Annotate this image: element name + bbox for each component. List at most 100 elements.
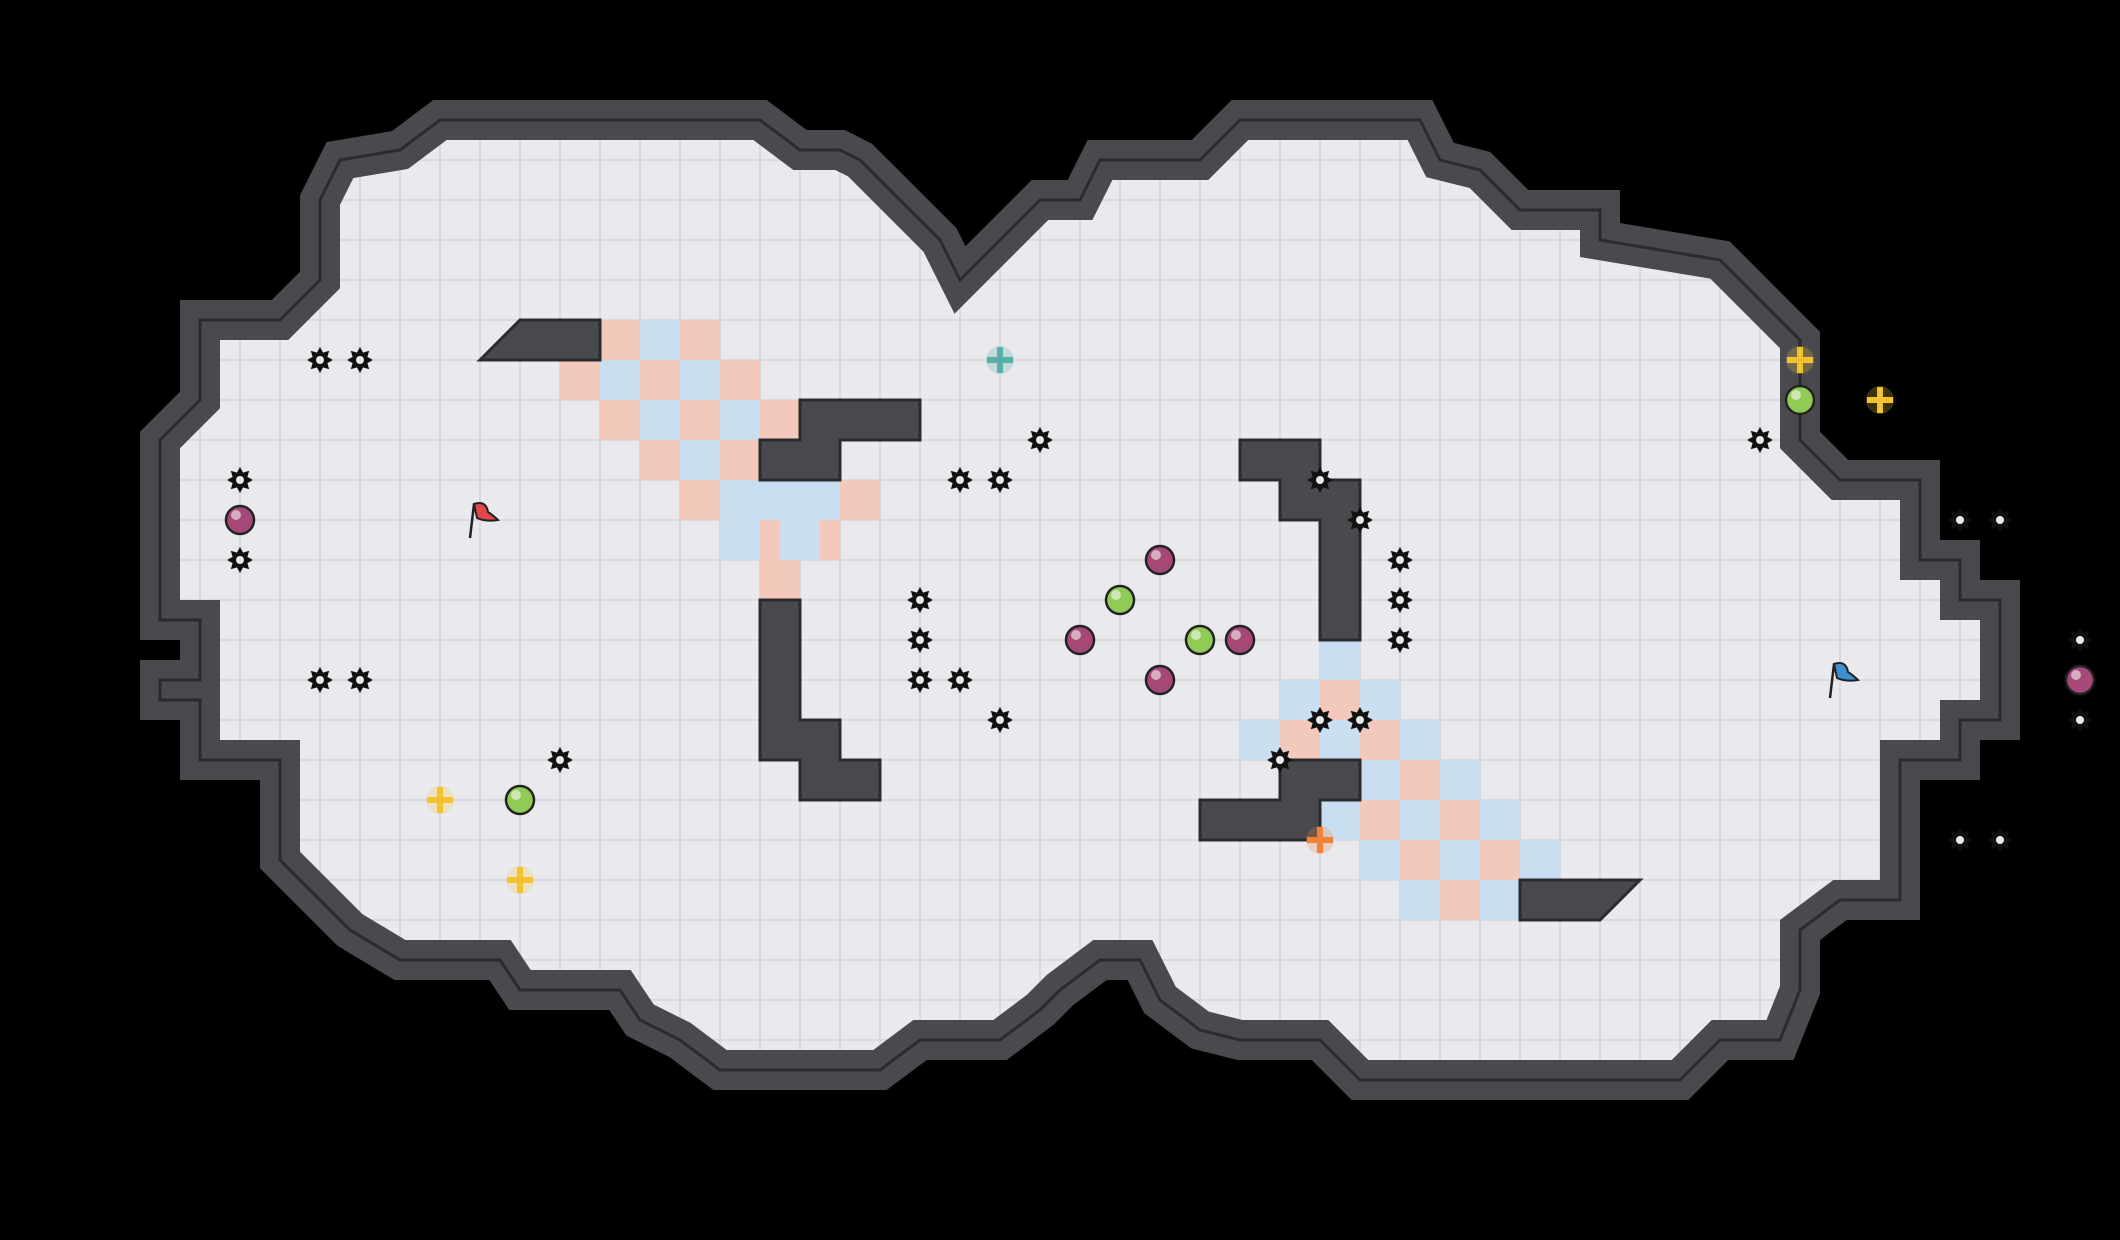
powerup-icon: [224, 504, 256, 536]
spike-center: [1356, 716, 1364, 724]
blue-team-tile: [1480, 880, 1520, 920]
spike-center: [316, 676, 324, 684]
blue-team-tile: [1320, 640, 1360, 680]
powerup-icon-body: [1064, 624, 1096, 656]
boost-yellow-icon-hbar: [507, 877, 533, 883]
bomb-icon: [1104, 584, 1136, 616]
blue-team-tile: [760, 480, 800, 520]
wall-layer: [140, 100, 2020, 1100]
blue-team-tile: [1360, 760, 1400, 800]
spike-center: [1996, 516, 2004, 524]
spike-icon: [987, 707, 1013, 733]
bomb-icon-shine: [511, 790, 521, 800]
spike-center: [356, 676, 364, 684]
red-team-tile: [680, 480, 720, 520]
spike-center: [916, 636, 924, 644]
spike-icon: [1307, 467, 1333, 493]
spike-icon: [307, 347, 333, 373]
blue-team-tile: [1400, 720, 1440, 760]
boost-yellow-icon-hbar: [1787, 357, 1813, 363]
spike-icon: [2067, 707, 2093, 733]
blue-team-tile: [720, 520, 760, 560]
powerup-icon-body: [1144, 544, 1176, 576]
red-flag-icon-pole: [468, 503, 476, 539]
bomb-icon-body: [1784, 384, 1816, 416]
blue-team-tile: [1400, 880, 1440, 920]
red-team-tile: [560, 360, 600, 400]
spike-icon: [227, 547, 253, 573]
powerup-icon: [1144, 544, 1176, 576]
blue-team-tile: [1440, 840, 1480, 880]
powerup-icon-shine: [1231, 630, 1241, 640]
blue-team-tile: [720, 400, 760, 440]
blue-team-tile: [640, 400, 680, 440]
spike-center: [1956, 836, 1964, 844]
blue-team-tile: [780, 520, 820, 560]
bomb-icon-shine: [1191, 630, 1201, 640]
spike-center: [1396, 596, 1404, 604]
blue-flag-icon-pole: [1828, 663, 1836, 699]
spike-icon: [1387, 587, 1413, 613]
red-flag-icon: [468, 502, 501, 539]
powerup-icon-body: [1224, 624, 1256, 656]
bomb-icon-shine: [1791, 390, 1801, 400]
red-team-tile: [1440, 800, 1480, 840]
bomb-icon-body: [504, 784, 536, 816]
spike-icon: [1747, 427, 1773, 453]
spike-center: [956, 676, 964, 684]
interior-wall: [476, 318, 602, 362]
blue-team-tile: [600, 360, 640, 400]
boost-yellow-icon-hbar: [427, 797, 453, 803]
blue-team-tile: [1480, 800, 1520, 840]
interior-wall: [1238, 438, 1362, 642]
red-team-tile: [760, 400, 800, 440]
powerup-icon-body: [2064, 664, 2096, 696]
spike-center: [316, 356, 324, 364]
red-team-tile: [720, 440, 760, 480]
boost-yellow-icon: [1786, 346, 1814, 374]
powerup-icon-shine: [231, 510, 241, 520]
blue-team-tile: [1440, 760, 1480, 800]
spike-center: [2076, 636, 2084, 644]
spike-icon: [907, 667, 933, 693]
entity-layer: [224, 346, 2096, 894]
bomb-icon: [1784, 384, 1816, 416]
spike-icon: [547, 747, 573, 773]
spike-center: [556, 756, 564, 764]
red-team-tile: [1400, 840, 1440, 880]
spike-center: [916, 596, 924, 604]
red-team-tile: [1480, 840, 1520, 880]
boost-teal-icon-hbar: [987, 357, 1013, 363]
spike-center: [1316, 476, 1324, 484]
spike-center: [1956, 516, 1964, 524]
interior-wall: [758, 398, 922, 482]
spike-center: [2076, 716, 2084, 724]
spike-center: [236, 476, 244, 484]
spike-icon: [347, 667, 373, 693]
powerup-icon-shine: [1151, 670, 1161, 680]
spike-icon: [1947, 507, 1973, 533]
outer-wall-edge: [158, 118, 2002, 1082]
boost-yellow-icon: [426, 786, 454, 814]
interior-wall: [758, 598, 882, 802]
bomb-icon-body: [1104, 584, 1136, 616]
powerup-icon-body: [1144, 664, 1176, 696]
boost-yellow-icon: [506, 866, 534, 894]
bomb-icon-body: [1184, 624, 1216, 656]
boost-teal-icon: [986, 346, 1014, 374]
spike-center: [1996, 836, 2004, 844]
boost-red-icon-hbar: [1307, 837, 1333, 843]
powerup-icon-shine: [1071, 630, 1081, 640]
spike-icon: [987, 467, 1013, 493]
powerup-icon: [1224, 624, 1256, 656]
spike-icon: [1987, 507, 2013, 533]
red-team-tile: [1440, 880, 1480, 920]
powerup-icon: [2064, 664, 2096, 696]
bomb-icon-shine: [1111, 590, 1121, 600]
blue-team-tile: [1400, 800, 1440, 840]
red-flag-icon-cloth: [472, 502, 501, 522]
blue-team-tile: [680, 440, 720, 480]
spike-icon: [947, 467, 973, 493]
blue-team-tile: [1520, 840, 1560, 880]
